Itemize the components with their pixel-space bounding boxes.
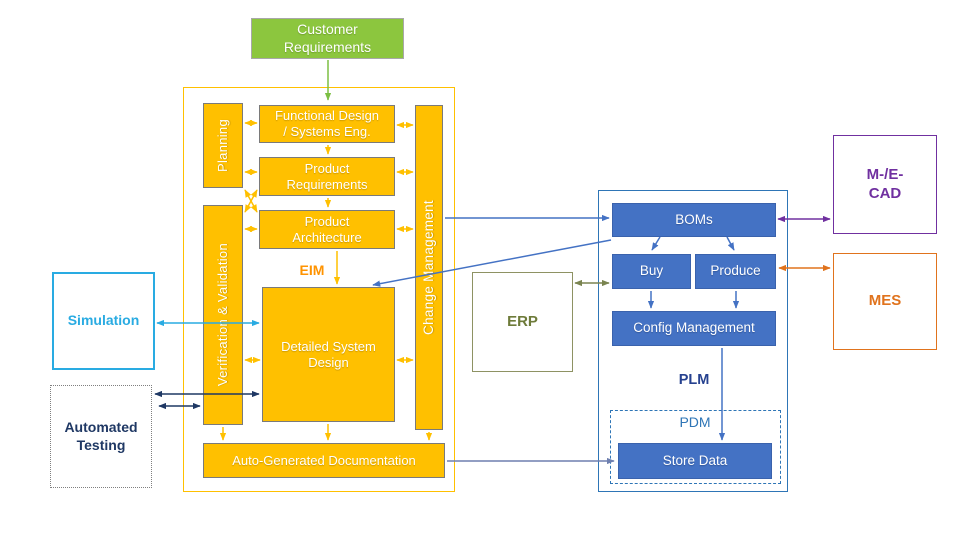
plm-container <box>598 190 788 492</box>
product-requirements-node: Product Requirements <box>259 157 395 196</box>
verification-validation-label: Verification & Validation <box>215 243 231 387</box>
functional-design-node: Functional Design / Systems Eng. <box>259 105 395 143</box>
produce-node: Produce <box>695 254 776 289</box>
change-management-label: Change Management <box>420 200 436 335</box>
functional-design-label: Functional Design / Systems Eng. <box>274 108 380 139</box>
verification-validation-node: Verification & Validation <box>203 205 243 425</box>
detailed-system-design-node: Detailed System Design <box>262 287 395 422</box>
eim-label: EIM <box>299 262 325 278</box>
mcad-label-line1: M-/E- <box>866 166 904 184</box>
mcad-node: M-/E- CAD <box>833 135 937 234</box>
product-architecture-node: Product Architecture <box>259 210 395 249</box>
pdm-container <box>610 410 781 484</box>
mcad-label-line2: CAD <box>868 184 902 202</box>
config-management-node: Config Management <box>612 311 776 346</box>
store-data-node: Store Data <box>618 443 772 479</box>
auto-generated-documentation-node: Auto-Generated Documentation <box>203 443 445 478</box>
automated-testing-node: Automated Testing <box>50 385 152 488</box>
planning-node: Planning <box>203 103 243 188</box>
simulation-node: Simulation <box>52 272 155 370</box>
planning-label: Planning <box>215 119 231 172</box>
customer-requirements-node: Customer Requirements <box>251 18 404 59</box>
plm-label: PLM <box>678 372 710 388</box>
mes-node: MES <box>833 253 937 350</box>
buy-node: Buy <box>612 254 691 289</box>
erp-node: ERP <box>472 272 573 372</box>
engineering-container <box>183 87 455 492</box>
boms-node: BOMs <box>612 203 776 237</box>
pdm-label: PDM <box>679 414 711 430</box>
change-management-node: Change Management <box>415 105 443 430</box>
